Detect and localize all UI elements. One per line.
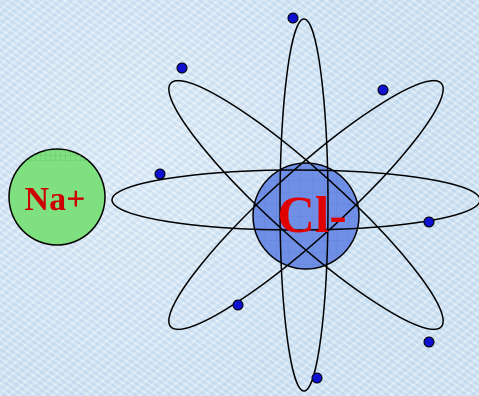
electron [232,299,244,311]
sodium-ion: Na+ [8,148,106,246]
electron [423,216,435,228]
electron [154,168,166,180]
chloride-ion-label: Cl- [277,187,346,244]
electron [176,62,188,74]
electrons [154,12,435,384]
orbit-diagonal-rising [168,79,444,331]
sodium-ion-label: Na+ [25,181,86,218]
orbit-vertical [279,18,329,392]
sodium-ion-texture [24,149,90,162]
electron-orbits [111,18,479,392]
electron [287,12,299,24]
orbit-horizontal [111,169,479,231]
electron [423,336,435,348]
electron [377,84,389,96]
electron [311,372,323,384]
orbit-diagonal-falling [168,79,444,331]
